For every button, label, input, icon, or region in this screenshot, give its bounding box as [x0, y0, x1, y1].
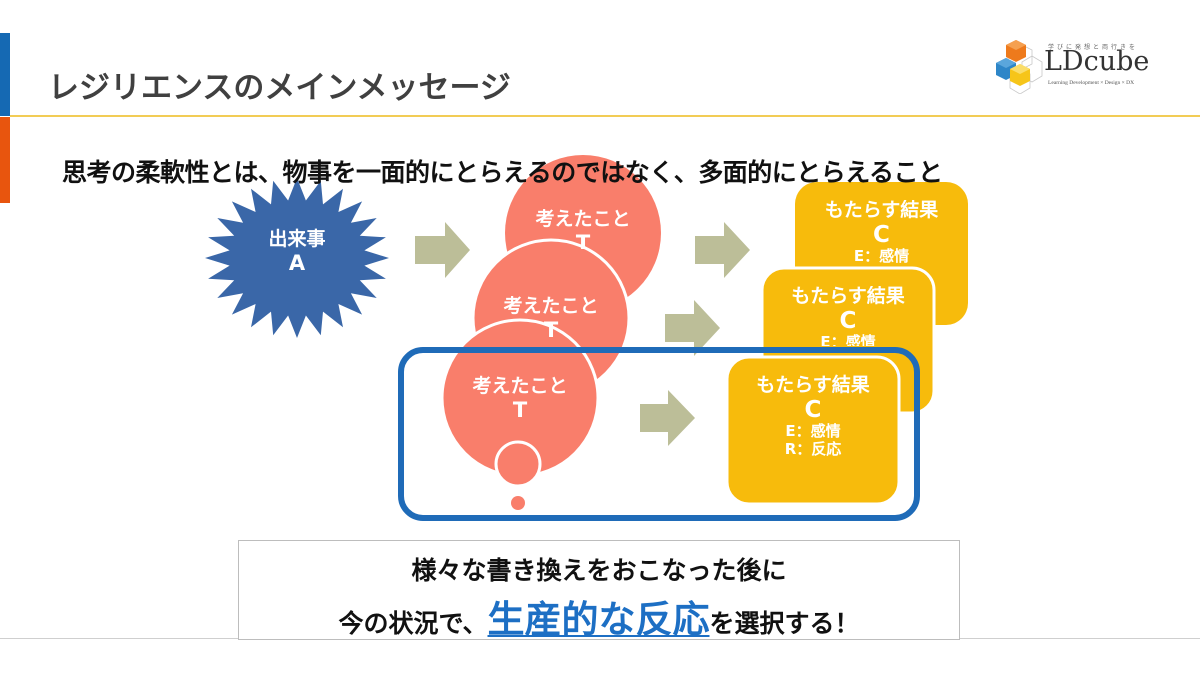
key-message-line1: 様々な書き換えをおこなった後に: [411, 556, 787, 585]
result-label-1: もたらす結果 C E：感情: [795, 200, 968, 266]
arrow-thought3-to-result3: [640, 390, 695, 446]
event-label-title: 出来事: [268, 228, 326, 250]
event-label: 出来事 A: [252, 228, 342, 275]
accent-bar-blue: [0, 33, 10, 116]
thought-bubble-tiny: [511, 496, 525, 510]
key-message-emphasis: 生産的な反応: [487, 598, 710, 641]
thought-label-title: 考えたこと: [535, 209, 631, 230]
thought-label-code: T: [543, 317, 559, 338]
event-starburst: [205, 178, 389, 338]
thought-bubble-small: [494, 440, 542, 488]
arrow-event-to-thought: [415, 222, 470, 278]
result-label-emotion: E：感情: [820, 333, 876, 346]
result-label-3: もたらす結果 C E：感情 R：反応: [727, 374, 899, 458]
result-label-code: C: [804, 396, 822, 423]
thought-label-1: 考えたこと T: [513, 209, 653, 249]
result-label-code: C: [873, 221, 890, 248]
headline: 思考の柔軟性とは、物事を一面的にとらえるのではなく、多面的にとらえること: [62, 158, 943, 187]
logo-tagline: 学びに発想と両行きを: [1048, 44, 1139, 51]
key-message-suffix: を選択する！: [709, 609, 860, 638]
result-label-title: もたらす結果: [756, 374, 870, 396]
arrow-thought2-to-result2: [665, 300, 720, 356]
thought-label-code: T: [512, 397, 528, 422]
result-label-code: C: [839, 307, 857, 334]
arrow-thought1-to-result1: [695, 222, 750, 278]
thought-label-title: 考えたこと: [472, 375, 568, 397]
key-message-box: 様々な書き換えをおこなった後に 今の状況で、生産的な反応を選択する！: [238, 540, 960, 643]
accent-bar-orange: [0, 117, 10, 203]
title-divider: [10, 115, 1200, 117]
thought-label-code: T: [575, 230, 591, 249]
logo-subtitle: Learning Development × Design × DX: [1048, 80, 1135, 86]
thought-label-3: 考えたこと T: [450, 375, 590, 422]
result-label-reaction: R：反応: [784, 439, 842, 458]
event-label-code: A: [288, 250, 306, 275]
result-label-emotion: E：感情: [785, 422, 841, 441]
thought-label-2: 考えたこと T: [481, 296, 621, 338]
key-message-line2: 今の状況で、生産的な反応を選択する！: [239, 589, 959, 643]
thought-label-title: 考えたこと: [503, 296, 599, 317]
result-label-title: もたらす結果: [791, 286, 905, 307]
result-label-2: もたらす結果 C E：感情: [762, 286, 934, 346]
page-title: レジリエンスのメインメッセージ: [48, 70, 511, 106]
ldcube-logo: 学びに発想と両行きを LDcube Learning Development ×…: [996, 38, 1156, 94]
key-message-prefix: 今の状況で、: [338, 609, 488, 638]
logo-wordmark: LDcube: [1044, 46, 1150, 77]
result-label-title: もたらす結果: [824, 200, 939, 221]
cube-logo-icon: [996, 40, 1043, 94]
result-label-emotion: E：感情: [853, 247, 910, 266]
